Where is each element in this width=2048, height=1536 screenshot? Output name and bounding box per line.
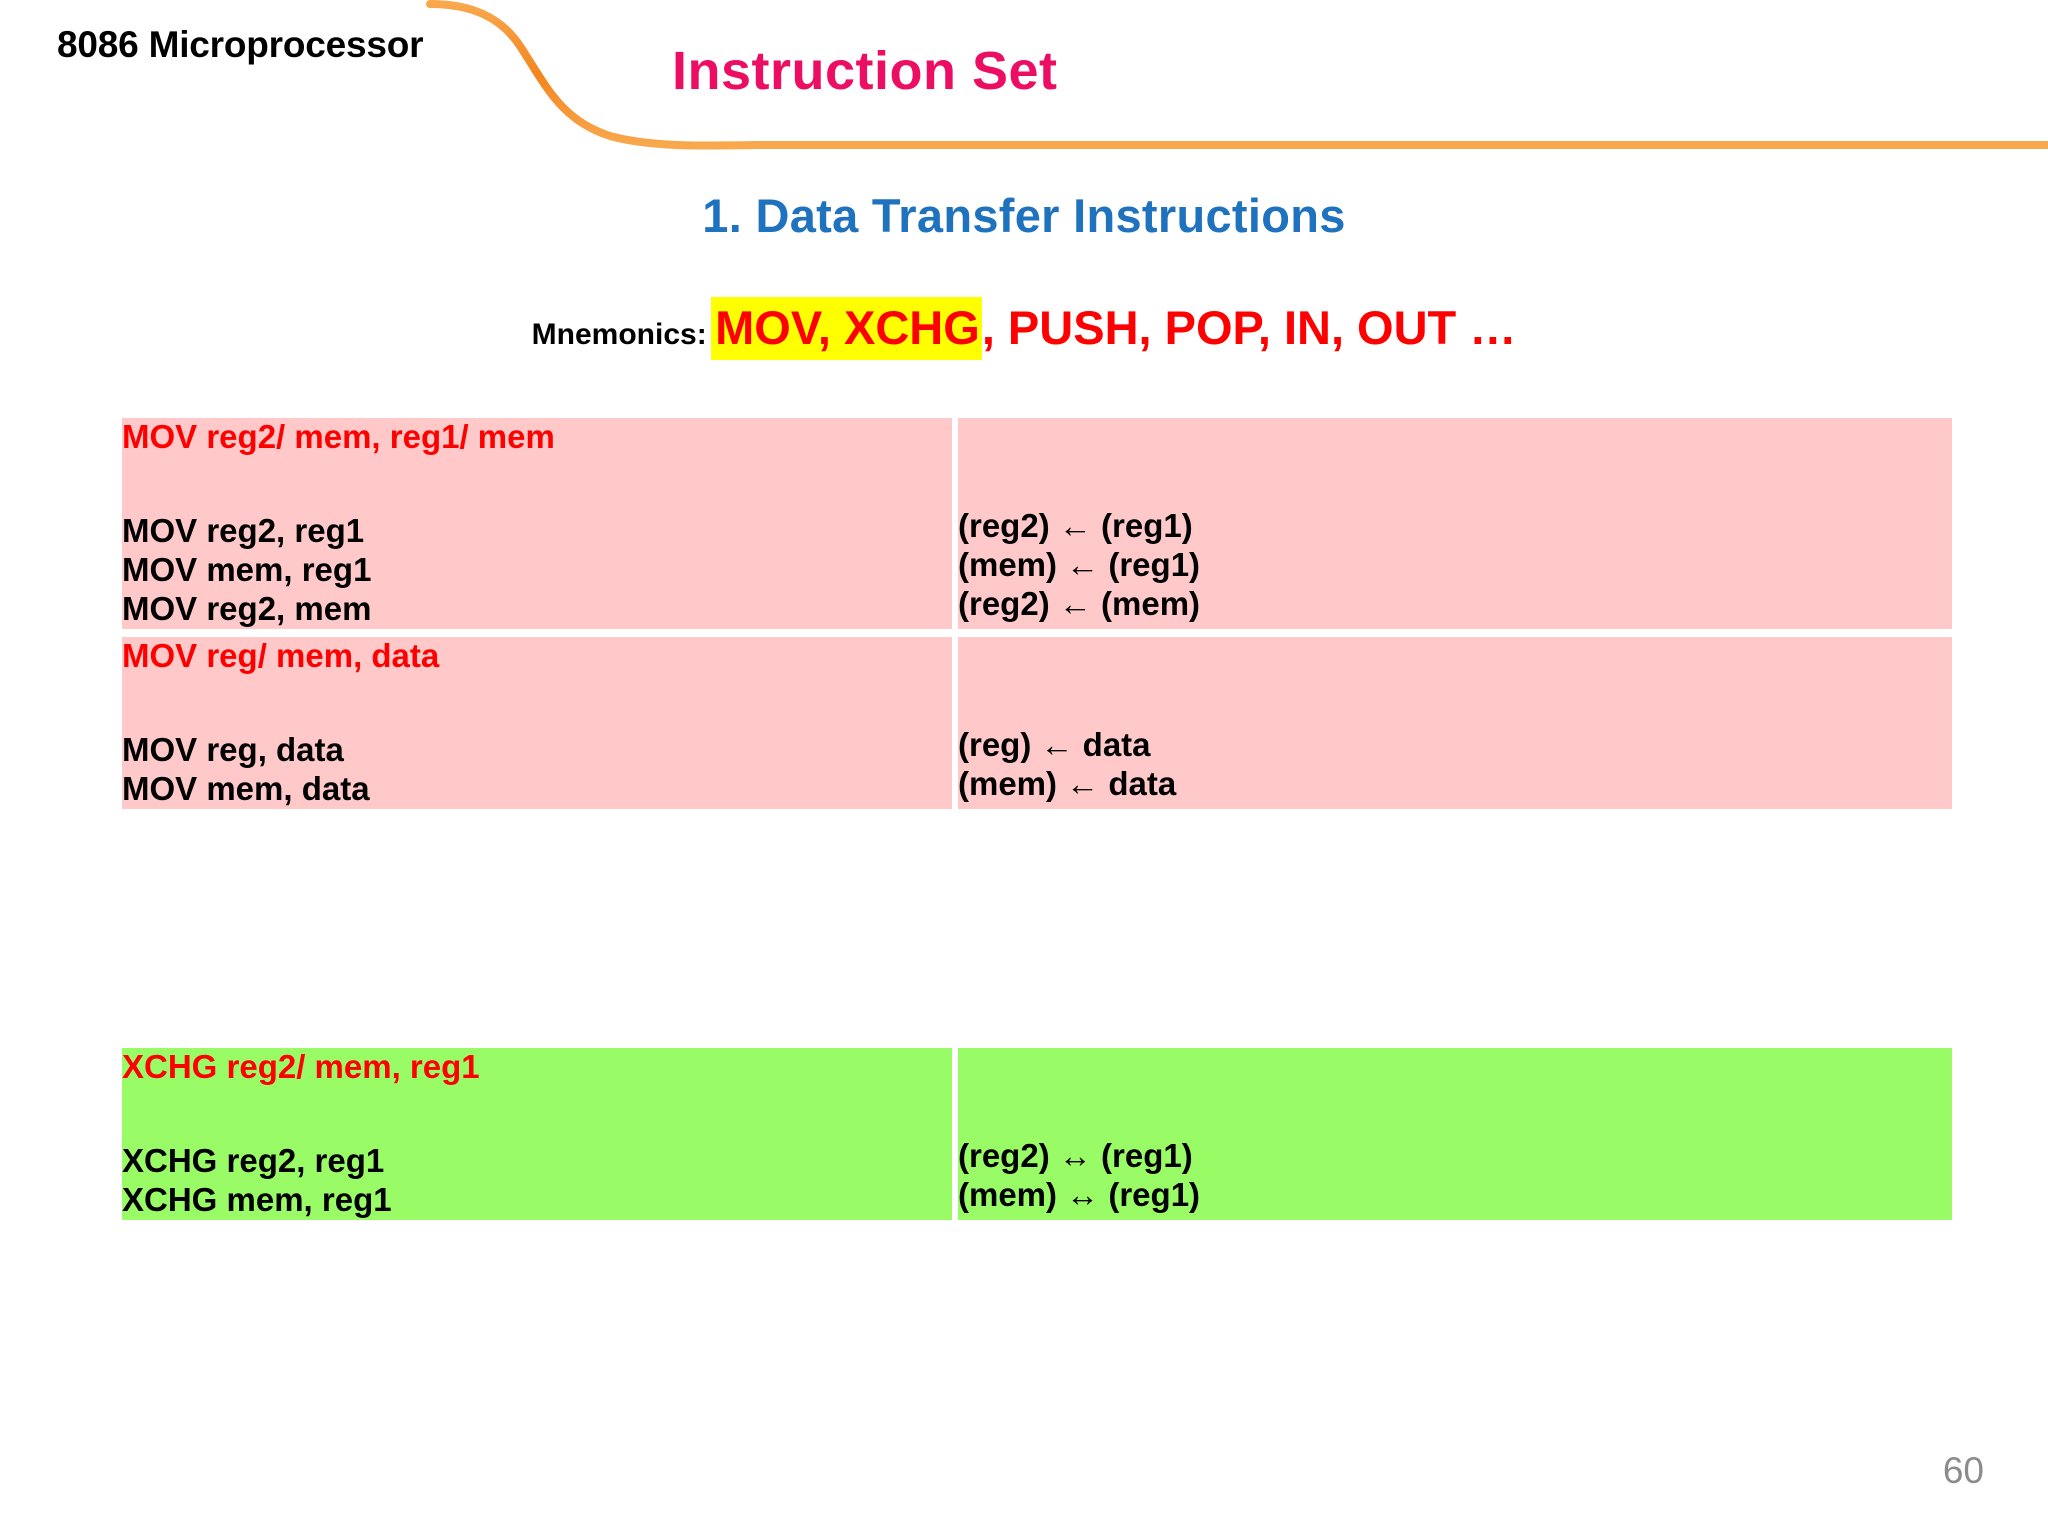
column-divider (952, 1048, 958, 1220)
mov-row1-instruction-1: MOV reg2, reg1 (122, 511, 365, 549)
mov-row2-operation-2: (mem) ← data (958, 764, 1177, 802)
xchg-row1-instructions-cell: XCHG reg2/ mem, reg1 XCHG reg2, reg1 XCH… (122, 1048, 952, 1220)
mov-row2-instruction-2: MOV mem, data (122, 769, 370, 807)
xchg-row1-instruction-1: XCHG reg2, reg1 (122, 1141, 385, 1179)
xchg-row1-instruction-2: XCHG mem, reg1 (122, 1180, 392, 1218)
mov-row1-operation-2: (mem) ← (reg1) (958, 545, 1201, 583)
table-row: XCHG reg2/ mem, reg1 XCHG reg2, reg1 XCH… (122, 1048, 1952, 1220)
mov-row1-instruction-3: MOV reg2, mem (122, 589, 372, 627)
column-divider (952, 418, 958, 629)
page-title: Instruction Set (672, 41, 1058, 101)
column-divider (952, 636, 958, 809)
mov-row2-instruction-1: MOV reg, data (122, 730, 344, 768)
deck-kicker: 8086 Microprocessor (57, 24, 424, 65)
table-row: MOV reg2/ mem, reg1/ mem MOV reg2, reg1 … (122, 418, 1952, 629)
xchg-row1-operations-cell: (reg2) ↔ (reg1) (mem) ↔ (reg1) (958, 1048, 1952, 1220)
mov-row2-operations-cell: (reg) ← data (mem) ← data (958, 636, 1952, 809)
mov-row1-operation-1: (reg2) ← (reg1) (958, 507, 1193, 544)
row-divider (122, 628, 1952, 637)
mnemonics-highlighted: MOV, XCHG (711, 297, 982, 360)
page-number: 60 (1942, 1450, 1984, 1491)
mov-row2-title: MOV reg/ mem, data (122, 636, 440, 674)
table-row: MOV reg/ mem, data MOV reg, data MOV mem… (122, 636, 1952, 809)
section-heading: 1. Data Transfer Instructions (702, 189, 1346, 242)
xchg-row1-operation-2: (mem) ↔ (reg1) (958, 1175, 1201, 1213)
xchg-row1-title: XCHG reg2/ mem, reg1 (122, 1048, 480, 1085)
mnemonics-label: Mnemonics: (531, 318, 707, 351)
mov-row1-operation-3: (reg2) ← (mem) (958, 584, 1201, 622)
mnemonics-rest: , PUSH, POP, IN, OUT … (981, 301, 1517, 354)
mov-row2-operation-1: (reg) ← data (958, 725, 1151, 763)
xchg-table: XCHG reg2/ mem, reg1 XCHG reg2, reg1 XCH… (122, 1048, 1952, 1220)
xchg-row1-operation-1: (reg2) ↔ (reg1) (958, 1137, 1193, 1174)
mov-row2-instructions-cell: MOV reg/ mem, data MOV reg, data MOV mem… (122, 636, 952, 809)
table-row-gap (122, 628, 1952, 637)
mov-row1-instructions-cell: MOV reg2/ mem, reg1/ mem MOV reg2, reg1 … (122, 418, 952, 629)
mov-row1-title: MOV reg2/ mem, reg1/ mem (122, 418, 555, 455)
mov-row1-instruction-2: MOV mem, reg1 (122, 550, 372, 588)
mnemonics-line: Mnemonics: MOV, XCHG, PUSH, POP, IN, OUT… (0, 297, 2048, 360)
mov-row1-operations-cell: (reg2) ← (reg1) (mem) ← (reg1) (reg2) ← … (958, 418, 1952, 629)
mov-table: MOV reg2/ mem, reg1/ mem MOV reg2, reg1 … (122, 418, 1952, 809)
